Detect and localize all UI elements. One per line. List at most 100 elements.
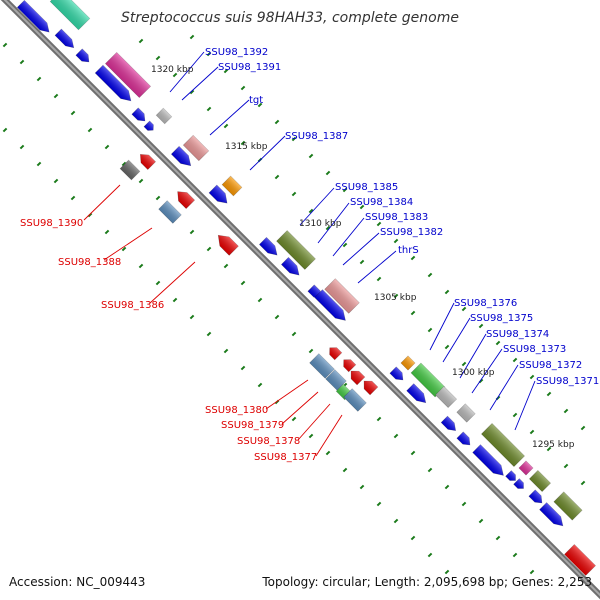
gene-arrow-forward[interactable] bbox=[539, 502, 567, 530]
feature-box-steelblue[interactable] bbox=[158, 200, 182, 224]
gene-arrow-forward[interactable] bbox=[208, 184, 231, 207]
label-tgt[interactable]: tgt bbox=[249, 95, 263, 106]
label-ssu98-1386[interactable]: SSU98_1386 bbox=[101, 300, 164, 311]
feature-box-magenta[interactable] bbox=[104, 51, 152, 99]
label-ssu98-1392[interactable]: SSU98_1392 bbox=[205, 47, 268, 58]
label-ssu98-1390[interactable]: SSU98_1390 bbox=[20, 218, 83, 229]
tick-mark bbox=[342, 242, 348, 248]
gene-arrow-forward[interactable] bbox=[143, 120, 156, 133]
label-ssu98-1391[interactable]: SSU98_1391 bbox=[218, 62, 281, 73]
tick-mark bbox=[274, 119, 280, 125]
tick-mark bbox=[563, 463, 569, 469]
leader-line bbox=[317, 202, 350, 244]
gene-arrow-reverse[interactable] bbox=[340, 356, 357, 373]
gene-arrow-forward[interactable] bbox=[406, 383, 430, 407]
feature-box-green[interactable] bbox=[276, 230, 316, 270]
tick-mark bbox=[291, 191, 297, 197]
gene-arrow-forward[interactable] bbox=[513, 478, 527, 492]
tick-mark bbox=[223, 263, 229, 269]
tick-mark bbox=[274, 174, 280, 180]
kbp-mark-1295: 1295 kbp bbox=[532, 440, 575, 450]
gene-arrow-forward[interactable] bbox=[389, 366, 406, 383]
feature-box-darkgray[interactable] bbox=[119, 159, 141, 181]
gene-arrow-forward[interactable] bbox=[314, 289, 350, 325]
feature-box-green[interactable] bbox=[553, 491, 583, 521]
leader-line bbox=[332, 217, 365, 257]
feature-box-green[interactable] bbox=[481, 423, 525, 467]
gene-arrow-reverse[interactable] bbox=[136, 150, 156, 170]
tick-mark bbox=[19, 144, 25, 150]
feature-box-magenta[interactable] bbox=[518, 460, 534, 476]
label-ssu98-1373[interactable]: SSU98_1373 bbox=[503, 344, 566, 355]
gene-arrow-forward[interactable] bbox=[75, 48, 92, 65]
tick-mark bbox=[563, 408, 569, 414]
gene-arrow-forward[interactable] bbox=[528, 489, 545, 506]
feature-box-steelblue[interactable] bbox=[325, 369, 347, 391]
label-ssu98-1384[interactable]: SSU98_1384 bbox=[350, 197, 413, 208]
tick-mark bbox=[427, 552, 433, 558]
feature-box-gray[interactable] bbox=[456, 403, 476, 423]
tick-mark bbox=[138, 263, 144, 269]
feature-box-steelblue[interactable] bbox=[309, 353, 335, 379]
gene-arrow-forward[interactable] bbox=[456, 431, 473, 448]
tick-mark bbox=[546, 391, 552, 397]
feature-box-steelblue[interactable] bbox=[343, 388, 367, 412]
gene-arrow-forward[interactable] bbox=[131, 107, 148, 124]
tick-mark bbox=[478, 518, 484, 524]
feature-box-gray[interactable] bbox=[155, 107, 173, 125]
feature-box-orange[interactable] bbox=[221, 175, 243, 197]
gene-arrow-forward[interactable] bbox=[258, 236, 280, 258]
leader-line bbox=[249, 135, 286, 171]
label-ssu98-1388[interactable]: SSU98_1388 bbox=[58, 257, 121, 268]
gene-arrow-reverse[interactable] bbox=[173, 187, 196, 210]
tick-mark bbox=[427, 272, 433, 278]
gene-arrow-forward[interactable] bbox=[472, 444, 508, 480]
label-ssu98-1380[interactable]: SSU98_1380 bbox=[205, 405, 268, 416]
leader-line bbox=[281, 391, 319, 425]
label-ssu98-1387[interactable]: SSU98_1387 bbox=[285, 131, 348, 142]
gene-arrow-reverse[interactable] bbox=[360, 377, 379, 396]
gene-arrow-reverse[interactable] bbox=[326, 344, 343, 361]
feature-box-orange[interactable] bbox=[400, 355, 416, 371]
tick-mark bbox=[580, 425, 586, 431]
label-ssu98-1379[interactable]: SSU98_1379 bbox=[221, 420, 284, 431]
feature-box-pink[interactable] bbox=[182, 134, 210, 162]
tick-mark bbox=[325, 450, 331, 456]
tick-mark bbox=[529, 569, 535, 575]
label-ssu98-1374[interactable]: SSU98_1374 bbox=[486, 329, 549, 340]
gene-arrow-reverse[interactable] bbox=[214, 231, 239, 256]
gene-arrow-forward[interactable] bbox=[170, 145, 194, 169]
tick-mark bbox=[393, 238, 399, 244]
label-ssu98-1371[interactable]: SSU98_1371 bbox=[536, 376, 599, 387]
label-thrs[interactable]: thrS bbox=[398, 245, 419, 256]
feature-box-red[interactable] bbox=[564, 544, 596, 576]
label-ssu98-1378[interactable]: SSU98_1378 bbox=[237, 436, 300, 447]
gene-arrow-forward[interactable] bbox=[16, 0, 52, 35]
feature-box-pink[interactable] bbox=[324, 278, 360, 314]
gene-arrow-forward[interactable] bbox=[54, 28, 77, 51]
tick-mark bbox=[206, 106, 212, 112]
gene-arrow-forward[interactable] bbox=[94, 64, 135, 105]
kbp-mark-1310: 1310 kbp bbox=[299, 219, 342, 229]
gene-arrow-forward[interactable] bbox=[280, 256, 302, 278]
kbp-mark-1320: 1320 kbp bbox=[151, 65, 194, 75]
tick-mark bbox=[410, 310, 416, 316]
feature-box-green[interactable] bbox=[528, 469, 552, 493]
label-ssu98-1382[interactable]: SSU98_1382 bbox=[380, 227, 443, 238]
feature-box-teal[interactable] bbox=[49, 0, 91, 31]
leader-line bbox=[169, 51, 205, 93]
label-ssu98-1376[interactable]: SSU98_1376 bbox=[454, 298, 517, 309]
kbp-mark-1315: 1315 kbp bbox=[225, 142, 268, 152]
label-ssu98-1377[interactable]: SSU98_1377 bbox=[254, 452, 317, 463]
gene-arrow-forward[interactable] bbox=[505, 470, 519, 484]
label-ssu98-1383[interactable]: SSU98_1383 bbox=[365, 212, 428, 223]
tick-mark bbox=[70, 110, 76, 116]
feature-box-gray[interactable] bbox=[434, 385, 458, 409]
label-ssu98-1375[interactable]: SSU98_1375 bbox=[470, 313, 533, 324]
label-ssu98-1372[interactable]: SSU98_1372 bbox=[519, 360, 582, 371]
label-leaders bbox=[83, 51, 536, 457]
gene-arrow-reverse[interactable] bbox=[347, 367, 366, 386]
gene-arrow-forward[interactable] bbox=[440, 415, 459, 434]
tick-mark bbox=[121, 246, 127, 252]
label-ssu98-1385[interactable]: SSU98_1385 bbox=[335, 182, 398, 193]
